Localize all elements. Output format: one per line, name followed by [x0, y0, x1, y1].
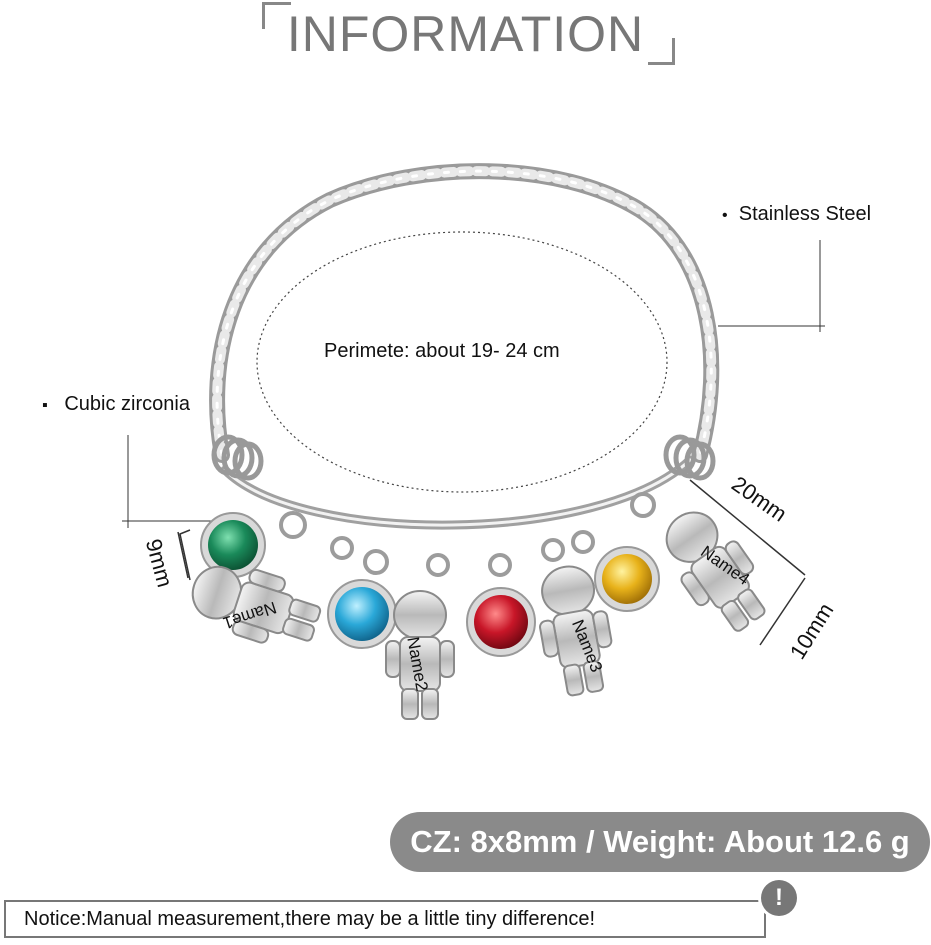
title-bracket-bottom-right — [648, 38, 675, 65]
specs-badge: CZ: 8x8mm / Weight: About 12.6 g — [390, 812, 930, 872]
bullet-icon: • — [722, 207, 728, 224]
perimeter-outline — [256, 231, 668, 493]
charm-boy-4 — [665, 511, 766, 632]
coil-left — [211, 434, 264, 481]
title-bracket-top-left — [262, 2, 291, 29]
dim-stone-bracket — [177, 529, 191, 581]
charm-boy-2 — [385, 590, 455, 720]
cubic-zirconia-leader — [122, 435, 212, 528]
dim-height-label: 10mm — [785, 598, 839, 663]
perimeter-label: Perimete: about 19- 24 cm — [324, 340, 560, 362]
stainless-steel-label: Stainless Steel — [738, 203, 872, 225]
birthstone-yellow — [594, 546, 660, 612]
bullet-icon: ▪ — [42, 397, 48, 414]
charm-boy-3 — [539, 565, 613, 697]
notice-box: Notice:Manual measurement,there may be a… — [4, 900, 766, 938]
cubic-zirconia-label: Cubic zirconia — [64, 393, 190, 415]
coil-right — [663, 434, 716, 481]
page-title: INFORMATION — [286, 6, 645, 62]
cubic-zirconia-callout: ▪ Cubic zirconia — [42, 393, 190, 416]
stainless-steel-leader — [718, 240, 825, 332]
dim-stone-label: 9mm — [141, 536, 178, 590]
stainless-steel-callout: • Stainless Steel — [722, 203, 871, 226]
charm-boy-1 — [191, 565, 322, 644]
notice-text: Notice:Manual measurement,there may be a… — [24, 908, 596, 930]
exclamation-icon: ! — [761, 880, 797, 916]
jump-rings — [279, 492, 656, 577]
bangle-twisted-wire — [209, 163, 720, 463]
birthstone-red — [466, 587, 536, 657]
dim-charm-lines — [689, 479, 806, 646]
birthstone-blue — [327, 579, 397, 649]
